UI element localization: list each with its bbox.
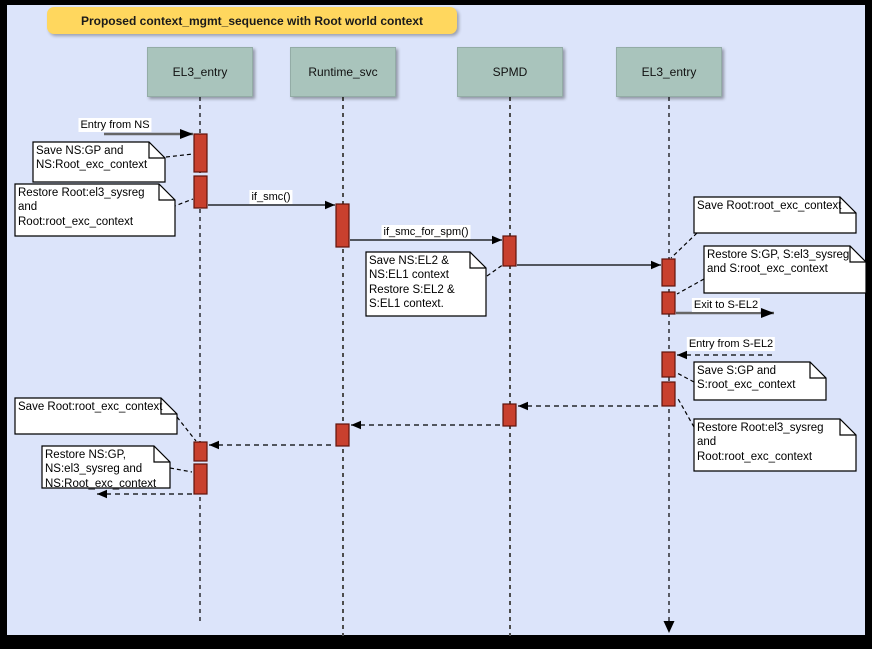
note-text: Save S:GP and S:root_exc_context — [697, 365, 796, 392]
note-connector — [176, 416, 197, 442]
message-arrowhead-icon — [180, 129, 193, 139]
note-connector — [169, 467, 193, 473]
message-arrowhead-icon — [651, 260, 661, 270]
note-text: Restore NS:GP, NS:el3_sysreg and NS:Root… — [45, 449, 157, 490]
activation-bar — [193, 133, 208, 173]
note-connector — [676, 396, 695, 428]
lifeline-end-arrow-icon — [663, 621, 675, 633]
note-fold-icon — [158, 184, 175, 201]
note-fold-icon — [809, 362, 826, 379]
note-connector — [486, 263, 505, 277]
message-label: Entry from S-EL2 — [686, 337, 776, 351]
lifeline-label: SPMD — [492, 65, 528, 79]
message-arrowhead-icon — [677, 350, 687, 360]
message-arrowhead-icon — [325, 200, 335, 210]
activation-bar — [502, 403, 517, 427]
activation-bar — [661, 258, 676, 287]
note-shape — [703, 245, 867, 294]
activation-bar — [193, 441, 208, 462]
note-text: Save NS:EL2 & NS:EL1 context Restore S:E… — [369, 255, 455, 311]
message-arrowhead-icon — [97, 489, 107, 499]
note-shape — [365, 251, 487, 317]
note-text: Save Root:root_exc_context — [18, 401, 163, 413]
note-shape — [14, 183, 176, 237]
diagram-title: Proposed context_mgmt_sequence with Root… — [47, 7, 457, 34]
message-label: if_smc() — [249, 190, 293, 204]
note-fold-icon — [839, 197, 856, 214]
note-connector — [676, 372, 695, 383]
note-fold-icon — [148, 142, 165, 159]
lifeline-header-el3-entry-left: EL3_entry — [147, 47, 253, 97]
lifeline-label: EL3_entry — [172, 65, 228, 79]
note-text: Save Root:root_exc_context — [697, 200, 842, 212]
note-fold-icon — [839, 419, 856, 436]
note-shape — [14, 397, 178, 435]
note-connector — [676, 278, 705, 295]
lifeline-label: EL3_entry — [641, 65, 697, 79]
activation-bar — [502, 235, 517, 267]
message-label: Exit to S-EL2 — [691, 298, 761, 312]
note-fold-icon — [849, 246, 866, 263]
message-label: if_smc_for_spm() — [381, 225, 471, 239]
note-fold-icon — [160, 398, 177, 415]
note-shape — [32, 141, 166, 183]
note-connector — [670, 232, 698, 259]
activation-bar — [661, 291, 676, 315]
activation-bar — [661, 381, 676, 407]
message-arrowhead-icon — [351, 420, 361, 430]
activation-bar — [661, 351, 676, 378]
note-shape — [693, 418, 857, 472]
lifeline-header-spmd: SPMD — [457, 47, 563, 97]
activation-bar — [193, 175, 208, 209]
lifeline-header-runtime-svc: Runtime_svc — [290, 47, 396, 97]
note-text: Save NS:GP and NS:Root_exc_context — [36, 145, 148, 172]
message-arrowhead-icon — [518, 401, 528, 411]
activation-bar — [193, 463, 208, 495]
activation-bar — [335, 423, 350, 447]
note-fold-icon — [469, 252, 486, 269]
message-arrowhead-icon — [761, 308, 774, 318]
diagram-canvas — [7, 5, 865, 635]
note-shape — [693, 196, 857, 234]
note-connector — [165, 153, 194, 158]
lifeline-label: Runtime_svc — [308, 65, 378, 79]
message-label: Entry from NS — [78, 118, 152, 132]
note-text: Restore S:GP, S:el3_sysreg and S:root_ex… — [707, 249, 850, 276]
lifeline-header-el3-entry-right: EL3_entry — [616, 47, 722, 97]
message-arrowhead-icon — [209, 440, 219, 450]
note-fold-icon — [153, 446, 170, 463]
note-text: Restore Root:el3_sysreg and Root:root_ex… — [18, 187, 145, 228]
message-arrowhead-icon — [492, 235, 502, 245]
note-shape — [693, 361, 827, 401]
activation-bar — [335, 203, 350, 248]
note-text: Restore Root:el3_sysreg and Root:root_ex… — [697, 422, 824, 463]
note-shape — [41, 445, 171, 489]
